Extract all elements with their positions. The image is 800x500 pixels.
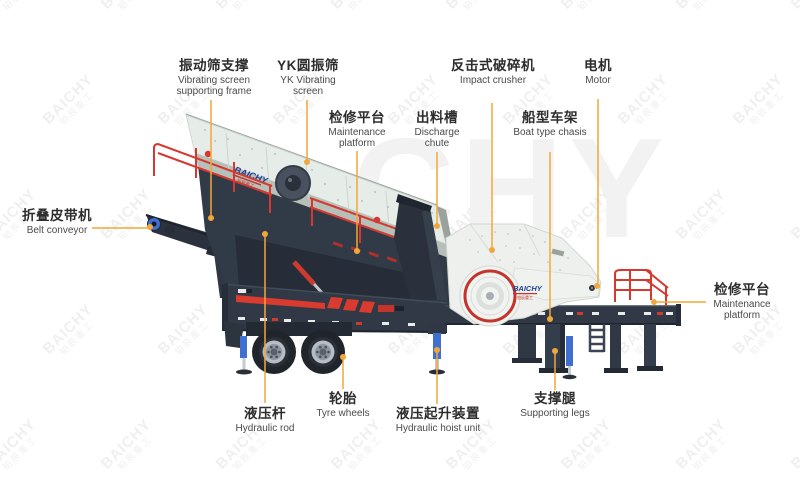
label-cn: 检修平台 [714, 282, 770, 297]
label-impact-crusher: 反击式破碎机 Impact crusher [451, 58, 535, 86]
screen-exciter [275, 165, 311, 201]
label-hydraulic-hoist-unit: 液压起升装置 Hydraulic hoist unit [396, 406, 480, 434]
label-supporting-legs: 支撑腿 Supporting legs [520, 391, 590, 419]
label-en: Hydraulic rod [235, 423, 295, 434]
label-cn: 轮胎 [328, 391, 357, 406]
svg-text:BAICHY: BAICHY [513, 284, 543, 293]
label-en: Hydraulic hoist unit [395, 423, 481, 434]
svg-text:铂辰重工: 铂辰重工 [517, 294, 533, 300]
label-discharge-chute: 出料槽 Discharge chute [402, 110, 472, 149]
label-cn: 液压起升装置 [395, 406, 480, 421]
label-cn: 检修平台 [329, 110, 385, 125]
label-en: Maintenance platform [713, 299, 771, 321]
label-cn: 电机 [584, 58, 612, 73]
label-en: Supporting legs [520, 408, 590, 419]
label-maintenance-platform-right: 检修平台 Maintenance platform [710, 282, 774, 321]
crusher-flywheel [459, 265, 521, 327]
label-cn: 折叠皮带机 [22, 208, 92, 223]
leader-lines [92, 99, 706, 404]
wheel [252, 330, 296, 374]
impact-crusher-graphic: BAICHY 铂辰重工 [445, 223, 602, 327]
label-en: Motor [585, 75, 611, 86]
label-cn: 液压杆 [243, 406, 286, 421]
tyre-wheels-graphic [246, 322, 352, 374]
label-cn: 反击式破碎机 [451, 58, 535, 73]
maintenance-platform-railing [614, 269, 669, 306]
label-belt-conveyor: 折叠皮带机 Belt conveyor [22, 208, 92, 236]
label-en: YK Vibrating screen [280, 75, 336, 97]
front-hydraulic-jack [224, 321, 252, 375]
label-en: Belt conveyor [26, 225, 88, 236]
baichy-logo-crusher: BAICHY 铂辰重工 [513, 284, 543, 300]
label-cn: YK圆振筛 [277, 58, 339, 73]
baichy-decal-trailer [378, 305, 404, 312]
label-cn: 振动筛支撑 [179, 58, 249, 73]
label-en: Boat type chasis [513, 127, 587, 138]
label-cn: 出料槽 [416, 110, 458, 125]
label-cn: 船型车架 [522, 110, 578, 125]
label-en: Vibrating screen supporting frame [176, 75, 252, 97]
label-maintenance-platform-top: 检修平台 Maintenance platform [316, 110, 398, 149]
label-motor: 电机 Motor [584, 58, 612, 86]
leader-dots [147, 159, 657, 360]
discharge-chute-graphic [394, 194, 447, 300]
label-yk-vibrating-screen: YK圆振筛 YK Vibrating screen [266, 58, 350, 97]
screen-handrails [153, 142, 409, 258]
wheel [301, 330, 345, 374]
label-en: Impact crusher [459, 75, 527, 86]
access-ladder [588, 324, 606, 353]
label-vibrating-screen-supporting-frame: 振动筛支撑 Vibrating screen supporting frame [160, 58, 268, 97]
supporting-legs-graphic [428, 324, 663, 380]
label-boat-type-chassis: 船型车架 Boat type chasis [513, 110, 586, 138]
label-hydraulic-rod: 液压杆 Hydraulic rod [236, 406, 295, 434]
label-en: Tyre wheels [316, 408, 370, 419]
label-en: Maintenance platform [328, 127, 386, 149]
vibrating-screen-graphic: BAICHY 铂辰重工 [185, 113, 452, 258]
label-tyre-wheels: 轮胎 Tyre wheels [316, 391, 369, 419]
label-en: Discharge chute [414, 127, 460, 149]
label-cn: 支撑腿 [534, 391, 576, 406]
